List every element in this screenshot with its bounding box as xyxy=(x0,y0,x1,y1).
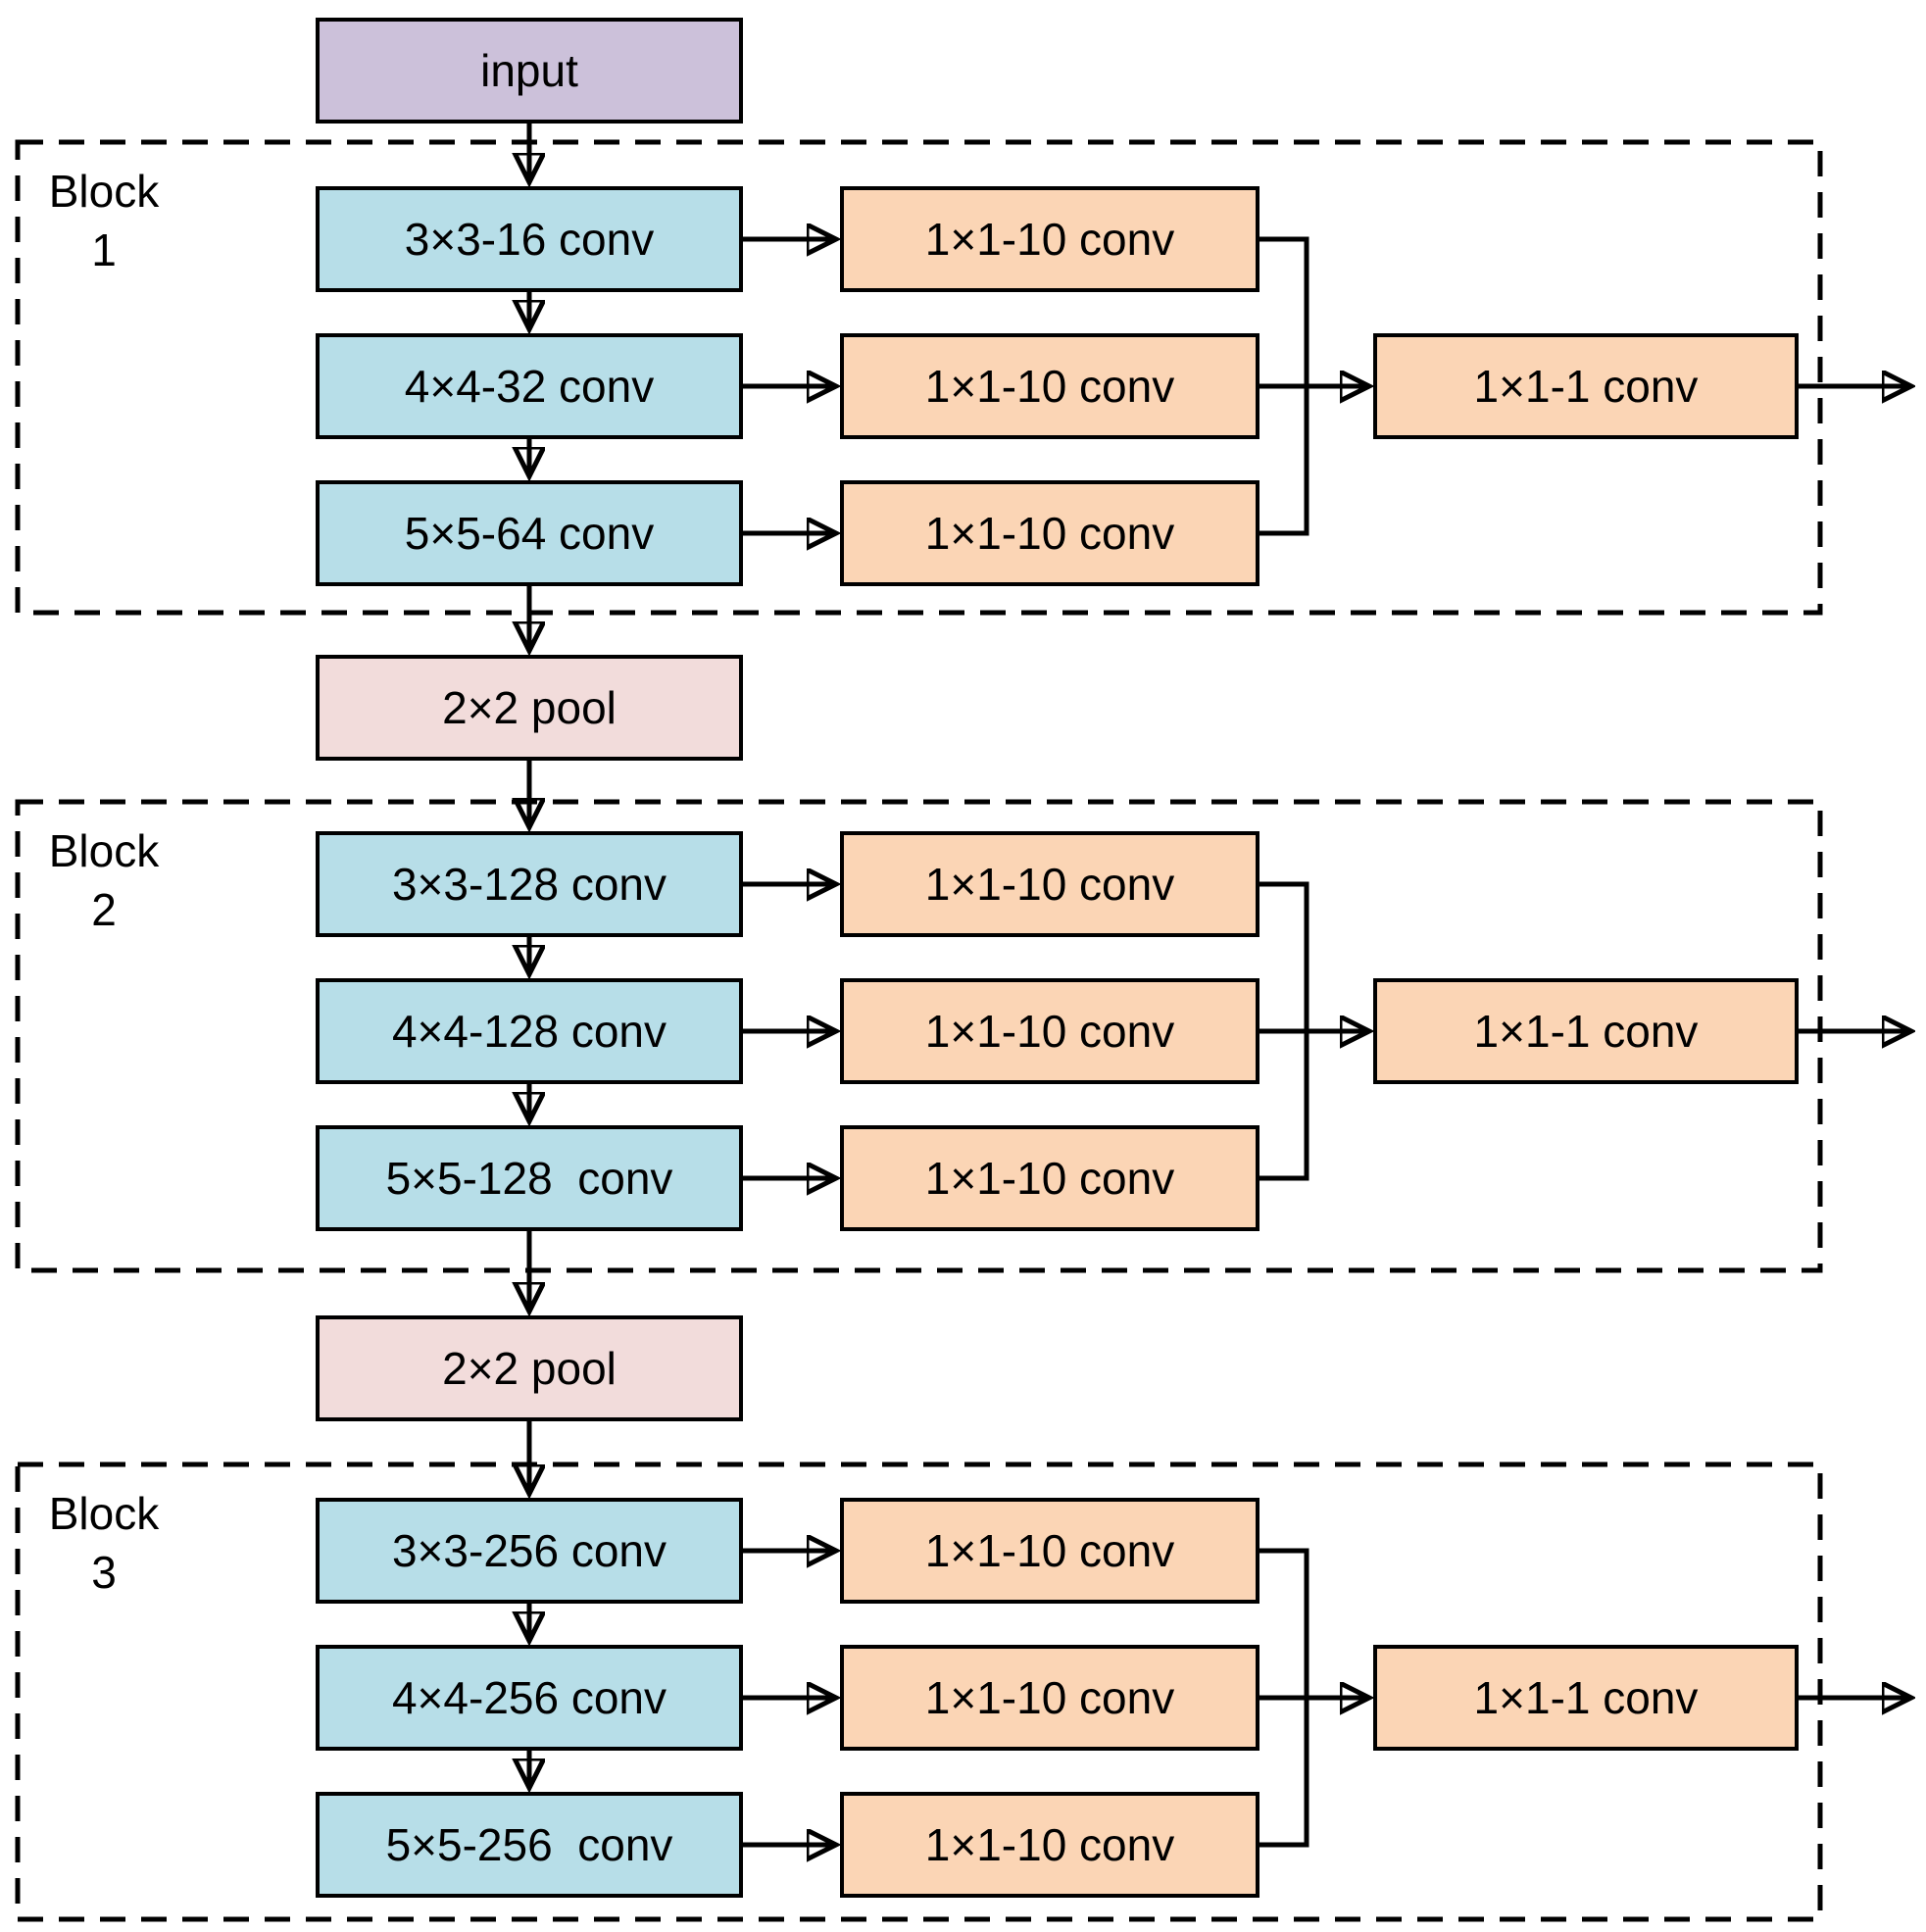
merge-connectors xyxy=(1259,236,1369,1848)
block-1-number: 1 xyxy=(91,224,117,275)
output-arrows xyxy=(1799,386,1911,1698)
block-1-label: Block 1 xyxy=(35,162,173,279)
block-3-border xyxy=(15,1461,1823,1922)
block-2-border xyxy=(15,799,1823,1273)
block-1-label-text: Block xyxy=(48,166,160,217)
block3-conv2-box: 4×4-256 conv xyxy=(316,1645,743,1751)
block-2-label: Block 2 xyxy=(35,821,173,939)
block1-conv3-box: 5×5-64 conv xyxy=(316,480,743,586)
block3-merge-box: 1×1-1 conv xyxy=(1373,1645,1799,1751)
block1-branch1-box: 1×1-10 conv xyxy=(840,186,1259,292)
pool-1-box: 2×2 pool xyxy=(316,655,743,761)
block-2-number: 2 xyxy=(91,884,117,935)
block1-branch3-box: 1×1-10 conv xyxy=(840,480,1259,586)
block3-branch1-box: 1×1-10 conv xyxy=(840,1498,1259,1604)
block3-branch3-box: 1×1-10 conv xyxy=(840,1792,1259,1898)
block-1-border xyxy=(15,139,1823,616)
branch-arrows xyxy=(743,239,836,1845)
block3-conv3-box: 5×5-256 conv xyxy=(316,1792,743,1898)
input-box: input xyxy=(316,18,743,124)
block1-merge-box: 1×1-1 conv xyxy=(1373,333,1799,439)
block1-conv1-box: 3×3-16 conv xyxy=(316,186,743,292)
pool-2-box: 2×2 pool xyxy=(316,1315,743,1421)
block-2-label-text: Block xyxy=(48,825,160,876)
block2-conv1-box: 3×3-128 conv xyxy=(316,831,743,937)
block3-branch2-box: 1×1-10 conv xyxy=(840,1645,1259,1751)
block-3-number: 3 xyxy=(91,1547,117,1598)
block-3-label: Block 3 xyxy=(35,1484,173,1602)
block2-branch2-box: 1×1-10 conv xyxy=(840,978,1259,1084)
block2-conv3-box: 5×5-128 conv xyxy=(316,1125,743,1231)
block-borders xyxy=(15,139,1823,1922)
block2-branch1-box: 1×1-10 conv xyxy=(840,831,1259,937)
block-3-label-text: Block xyxy=(48,1488,160,1539)
block2-branch3-box: 1×1-10 conv xyxy=(840,1125,1259,1231)
block1-branch2-box: 1×1-10 conv xyxy=(840,333,1259,439)
block2-merge-box: 1×1-1 conv xyxy=(1373,978,1799,1084)
block3-conv1-box: 3×3-256 conv xyxy=(316,1498,743,1604)
block2-conv2-box: 4×4-128 conv xyxy=(316,978,743,1084)
block1-conv2-box: 4×4-32 conv xyxy=(316,333,743,439)
